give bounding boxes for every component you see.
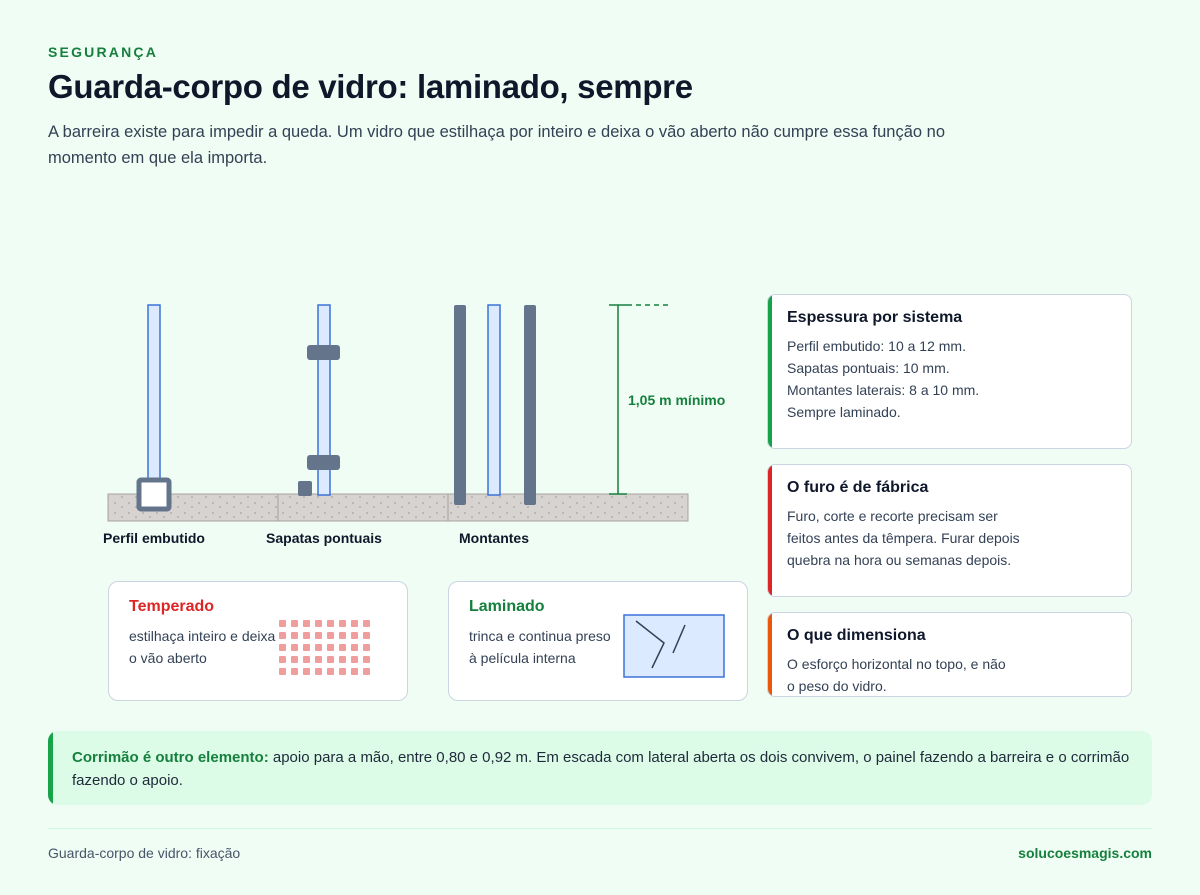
glass-fragment — [291, 668, 298, 675]
glass-fragment — [363, 620, 370, 627]
glass-fragment — [279, 656, 286, 663]
point-clamp-top — [307, 345, 340, 360]
system-label-embedded: Perfil embutido — [103, 530, 205, 546]
glass-fragment — [279, 620, 286, 627]
glass-fragment — [351, 632, 358, 639]
info-card-title: O furo é de fábrica — [787, 479, 929, 496]
tempered-title: Temperado — [129, 598, 215, 615]
glass-fragment — [327, 656, 334, 663]
shattered-fragments-icon — [279, 620, 370, 675]
glass-fragment — [351, 644, 358, 651]
anchor-block — [298, 481, 312, 496]
card-accent — [768, 465, 772, 596]
posts-system — [454, 304, 536, 505]
system-label-point: Sapatas pontuais — [266, 530, 382, 546]
glass-fragment — [339, 668, 346, 675]
dimension-label: 1,05 m mínimo — [628, 392, 725, 408]
glass-fragment — [351, 656, 358, 663]
glass-fragment — [315, 632, 322, 639]
info-card-title: O que dimensiona — [787, 627, 926, 644]
glass-fragment — [363, 668, 370, 675]
glass-fragment — [363, 644, 370, 651]
point-clamp-bottom — [307, 455, 340, 470]
glass-fragment — [339, 632, 346, 639]
handrail-callout: Corrimão é outro elemento: apoio para a … — [48, 731, 1152, 805]
u-profile — [136, 477, 172, 512]
glass-fragment — [279, 632, 286, 639]
glass-fragment — [339, 620, 346, 627]
footer-divider — [48, 828, 1152, 829]
section-eyebrow: SEGURANÇA — [48, 44, 159, 60]
footer-site-link[interactable]: solucoesmagis.com — [1018, 845, 1152, 861]
glass-fragment — [315, 620, 322, 627]
card-accent — [768, 295, 772, 448]
info-card-thickness: Espessura por sistema Perfil embutido: 1… — [767, 294, 1132, 449]
embedded-profile-system — [136, 304, 172, 512]
glass-fragment — [327, 620, 334, 627]
callout-strong: Corrimão é outro elemento: — [72, 749, 269, 766]
concrete-slab — [107, 493, 689, 522]
glass-fragment — [291, 644, 298, 651]
glass-fragment — [279, 668, 286, 675]
glass-fragment — [363, 632, 370, 639]
glass-fragment — [351, 620, 358, 627]
info-card-body: O esforço horizontal no topo, e não o pe… — [787, 656, 1006, 694]
glass-fragment — [303, 632, 310, 639]
glass-fragment — [291, 620, 298, 627]
laminated-glass-card: Laminado trinca e continua preso à pelíc… — [448, 581, 748, 701]
glass-fragment — [339, 656, 346, 663]
tempered-glass-card: Temperado estilhaça inteiro e deixa o vã… — [108, 581, 408, 701]
fixing-systems-diagram: 1,05 m mínimo Perfil embutido Sapatas po… — [103, 304, 725, 546]
glass-fragment — [303, 644, 310, 651]
glass-fragment — [279, 644, 286, 651]
glass-panel — [487, 304, 501, 496]
glass-fragment — [315, 656, 322, 663]
glass-fragment — [315, 644, 322, 651]
info-card-factory-hole: O furo é de fábrica Furo, corte e recort… — [767, 464, 1132, 597]
cracked-pane-icon — [623, 614, 725, 678]
page-title: Guarda-corpo de vidro: laminado, sempre — [48, 68, 693, 105]
system-label-posts: Montantes — [459, 530, 529, 546]
height-dimension: 1,05 m mínimo — [609, 304, 725, 495]
glass-fragment — [339, 644, 346, 651]
laminated-description: trinca e continua preso à película inter… — [469, 628, 611, 666]
glass-fragment — [363, 656, 370, 663]
callout-body: apoio para a mão, entre 0,80 e 0,92 m. E… — [72, 749, 1130, 789]
glass-fragment — [303, 656, 310, 663]
glass-fragment — [327, 632, 334, 639]
post-left — [454, 305, 466, 505]
laminated-title: Laminado — [469, 598, 545, 615]
glass-fragment — [327, 644, 334, 651]
glass-fragment — [327, 668, 334, 675]
info-card-body: Furo, corte e recorte precisam ser feito… — [787, 508, 1020, 568]
glass-fragment — [291, 632, 298, 639]
info-card-sizing: O que dimensiona O esforço horizontal no… — [767, 612, 1132, 697]
point-fixing-system — [298, 304, 340, 496]
glass-fragment — [315, 668, 322, 675]
glass-panel — [147, 304, 161, 482]
tempered-description: estilhaça inteiro e deixa o vão aberto — [129, 628, 276, 666]
card-accent — [768, 613, 772, 696]
info-card-title: Espessura por sistema — [787, 309, 963, 326]
glass-fragment — [291, 656, 298, 663]
glass-fragment — [351, 668, 358, 675]
page-subtitle: A barreira existe para impedir a queda. … — [48, 123, 946, 167]
glass-fragment — [303, 668, 310, 675]
glass-fragment — [303, 620, 310, 627]
callout-text: Corrimão é outro elemento: apoio para a … — [72, 746, 1132, 792]
callout-accent — [48, 731, 53, 805]
info-card-body: Perfil embutido: 10 a 12 mm. Sapatas pon… — [787, 338, 980, 420]
post-right — [524, 305, 536, 505]
footer-caption: Guarda-corpo de vidro: fixação — [48, 845, 241, 861]
